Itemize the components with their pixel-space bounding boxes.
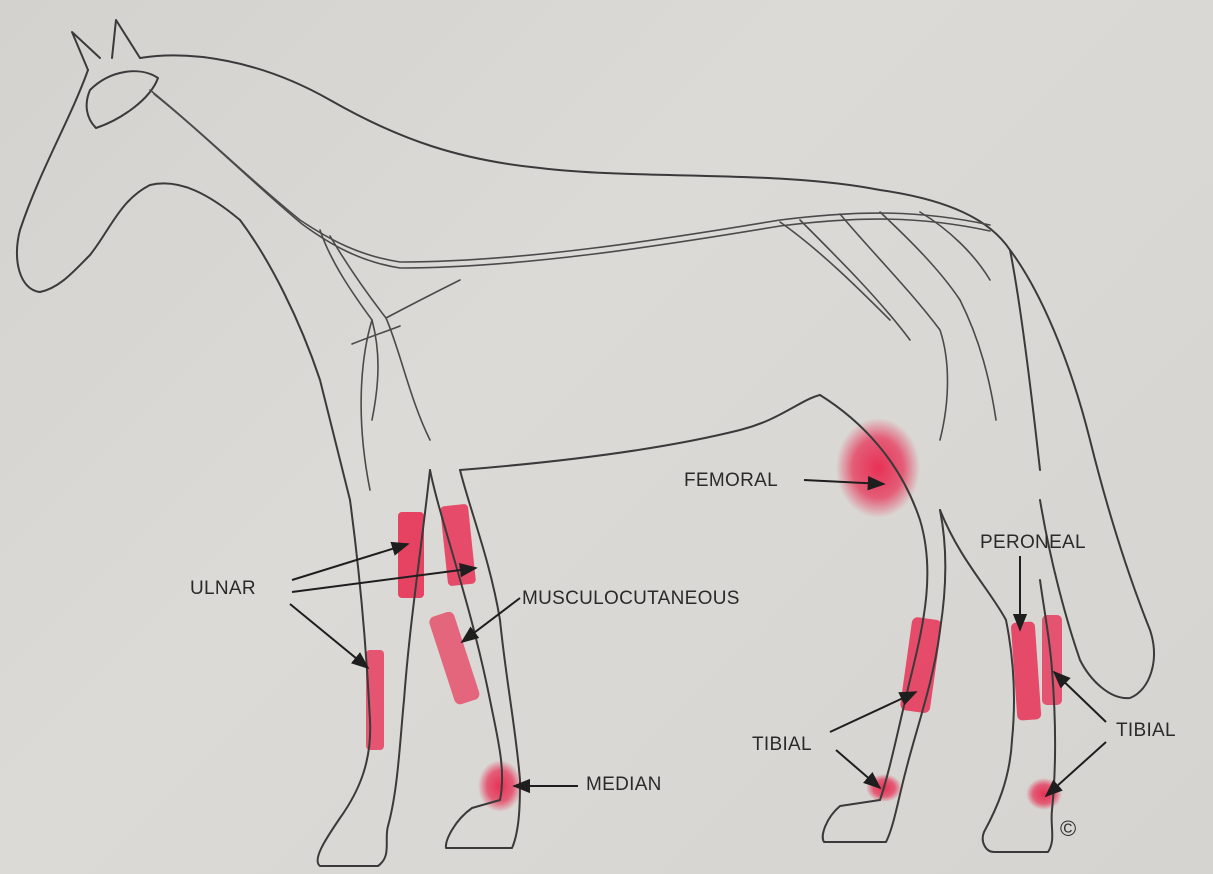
label-median: MEDIAN	[586, 774, 662, 796]
arrow-tibial-left-lower	[836, 750, 880, 788]
copyright-mark: ©	[1060, 816, 1076, 842]
arrow-ulnar-1	[292, 544, 408, 580]
label-musculocutaneous: MUSCULOCUTANEOUS	[522, 588, 740, 610]
label-peroneal: PERONEAL	[980, 532, 1086, 554]
peroneal-region	[1011, 621, 1042, 720]
label-ulnar: ULNAR	[190, 578, 256, 600]
label-tibial-left: TIBIAL	[752, 734, 812, 756]
label-femoral: FEMORAL	[684, 470, 778, 492]
label-tibial-right: TIBIAL	[1116, 720, 1176, 742]
tibial-region-right-lower	[1026, 778, 1062, 810]
horse-outline-icon	[17, 20, 1154, 866]
arrow-ulnar-3	[290, 604, 368, 668]
femoral-region	[836, 418, 920, 518]
